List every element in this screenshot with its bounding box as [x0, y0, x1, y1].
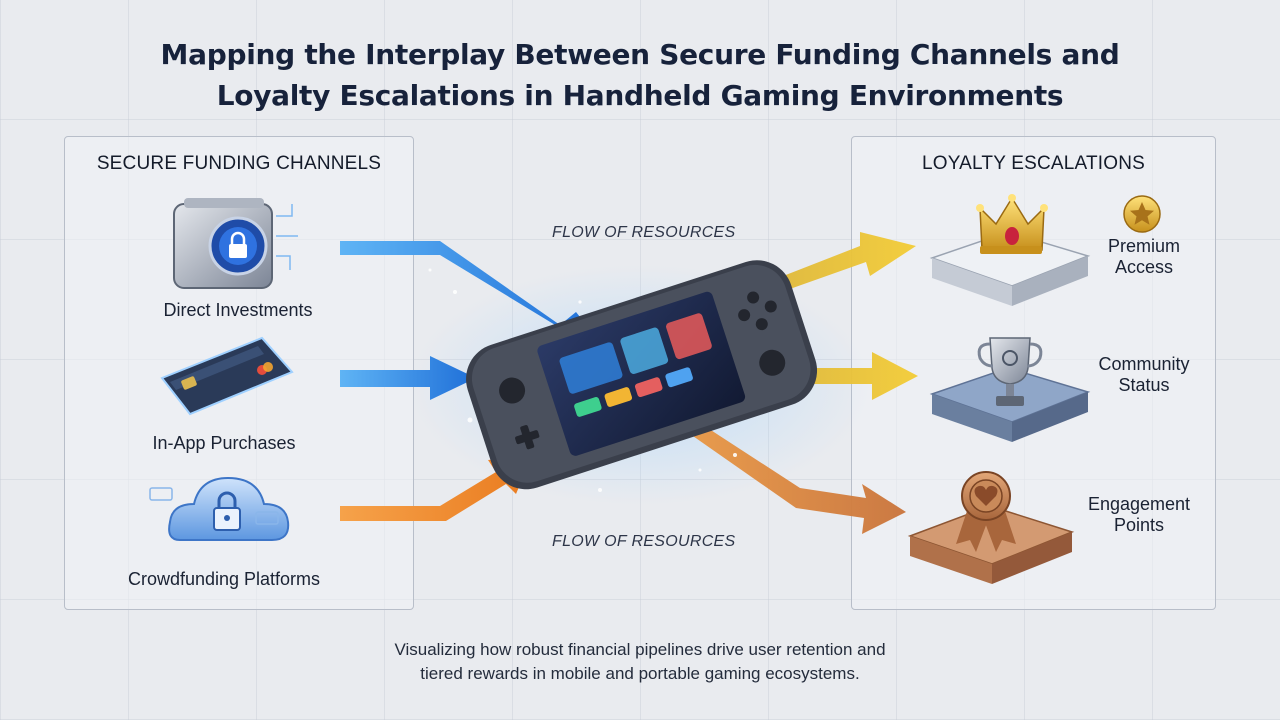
premium-access-line-2: Access [1114, 257, 1174, 277]
trophy-icon [977, 337, 1043, 406]
vault-lock-icon [173, 198, 298, 289]
caption-line-2: tiered rewards in mobile and portable ga… [420, 664, 860, 683]
caption: Visualizing how robust financial pipelin… [0, 638, 1280, 686]
title-line-2: Loyalty Escalations in Handheld Gaming E… [216, 79, 1064, 112]
engagement-points-line-2: Points [1113, 515, 1165, 535]
label-community-status: Community Status [1084, 354, 1204, 396]
caption-line-1: Visualizing how robust financial pipelin… [394, 640, 886, 659]
page-title: Mapping the Interplay Between Secure Fun… [0, 34, 1280, 116]
label-premium-access: Premium Access [1084, 236, 1204, 278]
community-status-line-2: Status [1118, 375, 1170, 395]
star-badge-icon [1123, 195, 1161, 233]
label-in-app-purchases: In-App Purchases [152, 433, 296, 453]
label-direct-investments: Direct Investments [163, 300, 313, 320]
crown-icon [976, 194, 1048, 254]
engagement-points-line-1: Engagement [1087, 494, 1191, 514]
flow-arrow-community-status [740, 352, 918, 400]
medal-icon [956, 471, 1016, 552]
flow-arrow-in-app-purchases [340, 356, 476, 400]
premium-access-line-1: Premium [1107, 236, 1180, 256]
community-status-line-1: Community [1098, 354, 1190, 374]
credit-card-icon [160, 336, 294, 416]
flow-label-bottom: FLOW OF RESOURCES [552, 533, 736, 550]
label-crowdfunding-platforms: Crowdfunding Platforms [127, 569, 321, 589]
title-line-1: Mapping the Interplay Between Secure Fun… [160, 38, 1120, 71]
label-engagement-points: Engagement Points [1074, 494, 1204, 536]
handheld-console-icon [466, 260, 818, 490]
flow-arrow-engagement-points [670, 410, 906, 534]
funding-panel-title: SECURE FUNDING CHANNELS [96, 153, 382, 174]
flow-label-top: FLOW OF RESOURCES [552, 224, 736, 241]
cloud-lock-icon [149, 476, 290, 541]
loyalty-panel-title: LOYALTY ESCALATIONS [921, 153, 1146, 174]
